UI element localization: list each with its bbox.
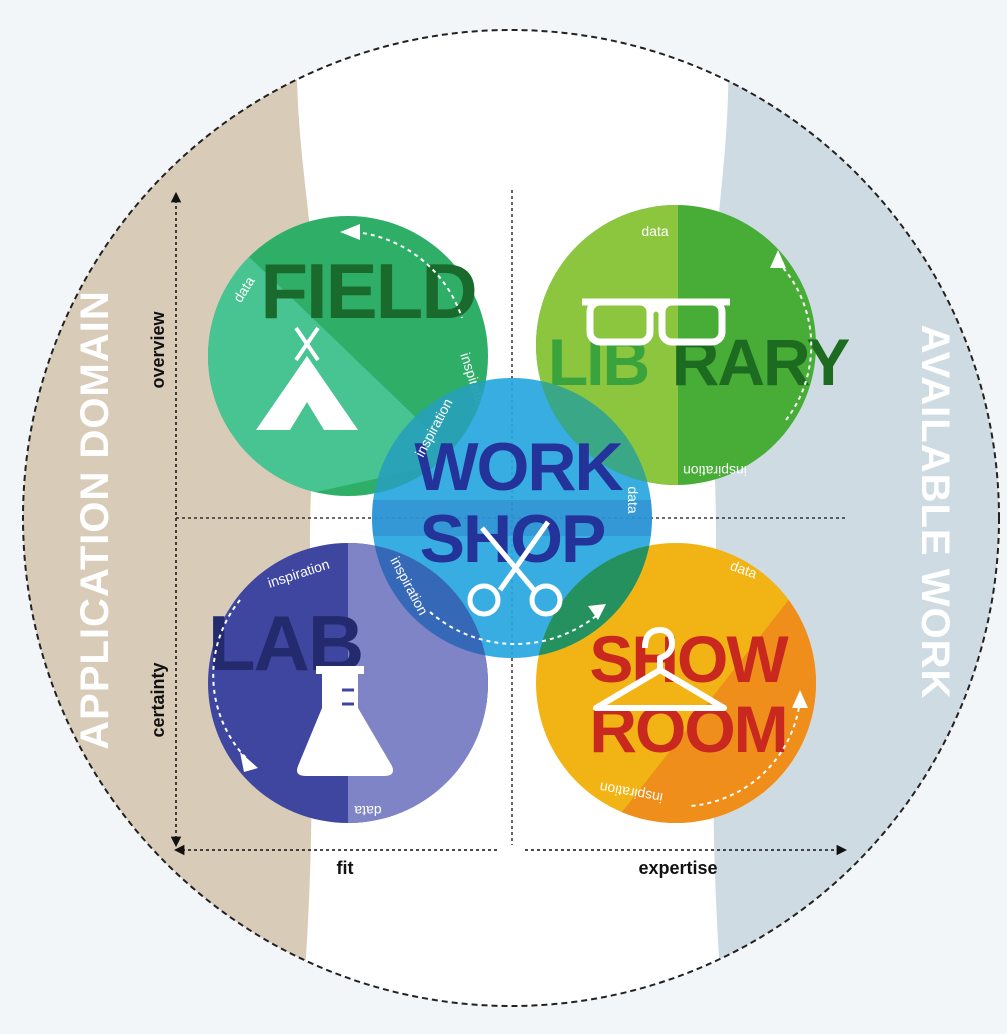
axis-label-fit: fit [337,858,354,878]
glasses-icon [582,298,730,346]
available-work-label: AVAILABLE WORK [913,325,957,700]
field-circle: FIELD data inspiration [208,216,492,496]
library-arrowhead-icon [770,250,786,268]
library-inspiration-label: inspiration [683,463,747,479]
flask-icon [297,666,393,776]
field-arrowhead-icon [340,224,360,240]
lab-data-label: data [354,803,381,819]
workshop-circle: WORK SHOP data inspiration inspiration [372,378,652,658]
showroom-cycle-arrow [689,699,801,807]
workshop-data-label: data [625,486,641,513]
application-domain-label: APPLICATION DOMAIN [73,290,117,749]
hanger-icon [593,627,727,711]
field-title: FIELD [260,247,475,335]
axis-label-expertise: expertise [638,858,717,878]
outer-dashed-circle [22,29,1000,1007]
showroom-title-show: SHOW [589,622,789,696]
library-data-label: data [641,223,668,239]
showroom-title-room: ROOM [589,692,786,766]
library-title-lib: LIB [548,325,648,399]
workshop-title-work: WORK [414,429,623,505]
workshop-arrowhead-icon [588,604,606,620]
field-cycle-arrow [354,231,463,319]
tent-icon [256,326,358,430]
lab-arrowhead-icon [240,752,258,772]
library-title-rary: RARY [672,325,850,399]
axis-label-certainty: certainty [148,662,168,737]
workshop-cycle-arrow [429,611,597,645]
showroom-arrowhead-icon [792,690,808,708]
scissors-icon [467,520,563,617]
axis-label-overview: overview [148,310,168,388]
